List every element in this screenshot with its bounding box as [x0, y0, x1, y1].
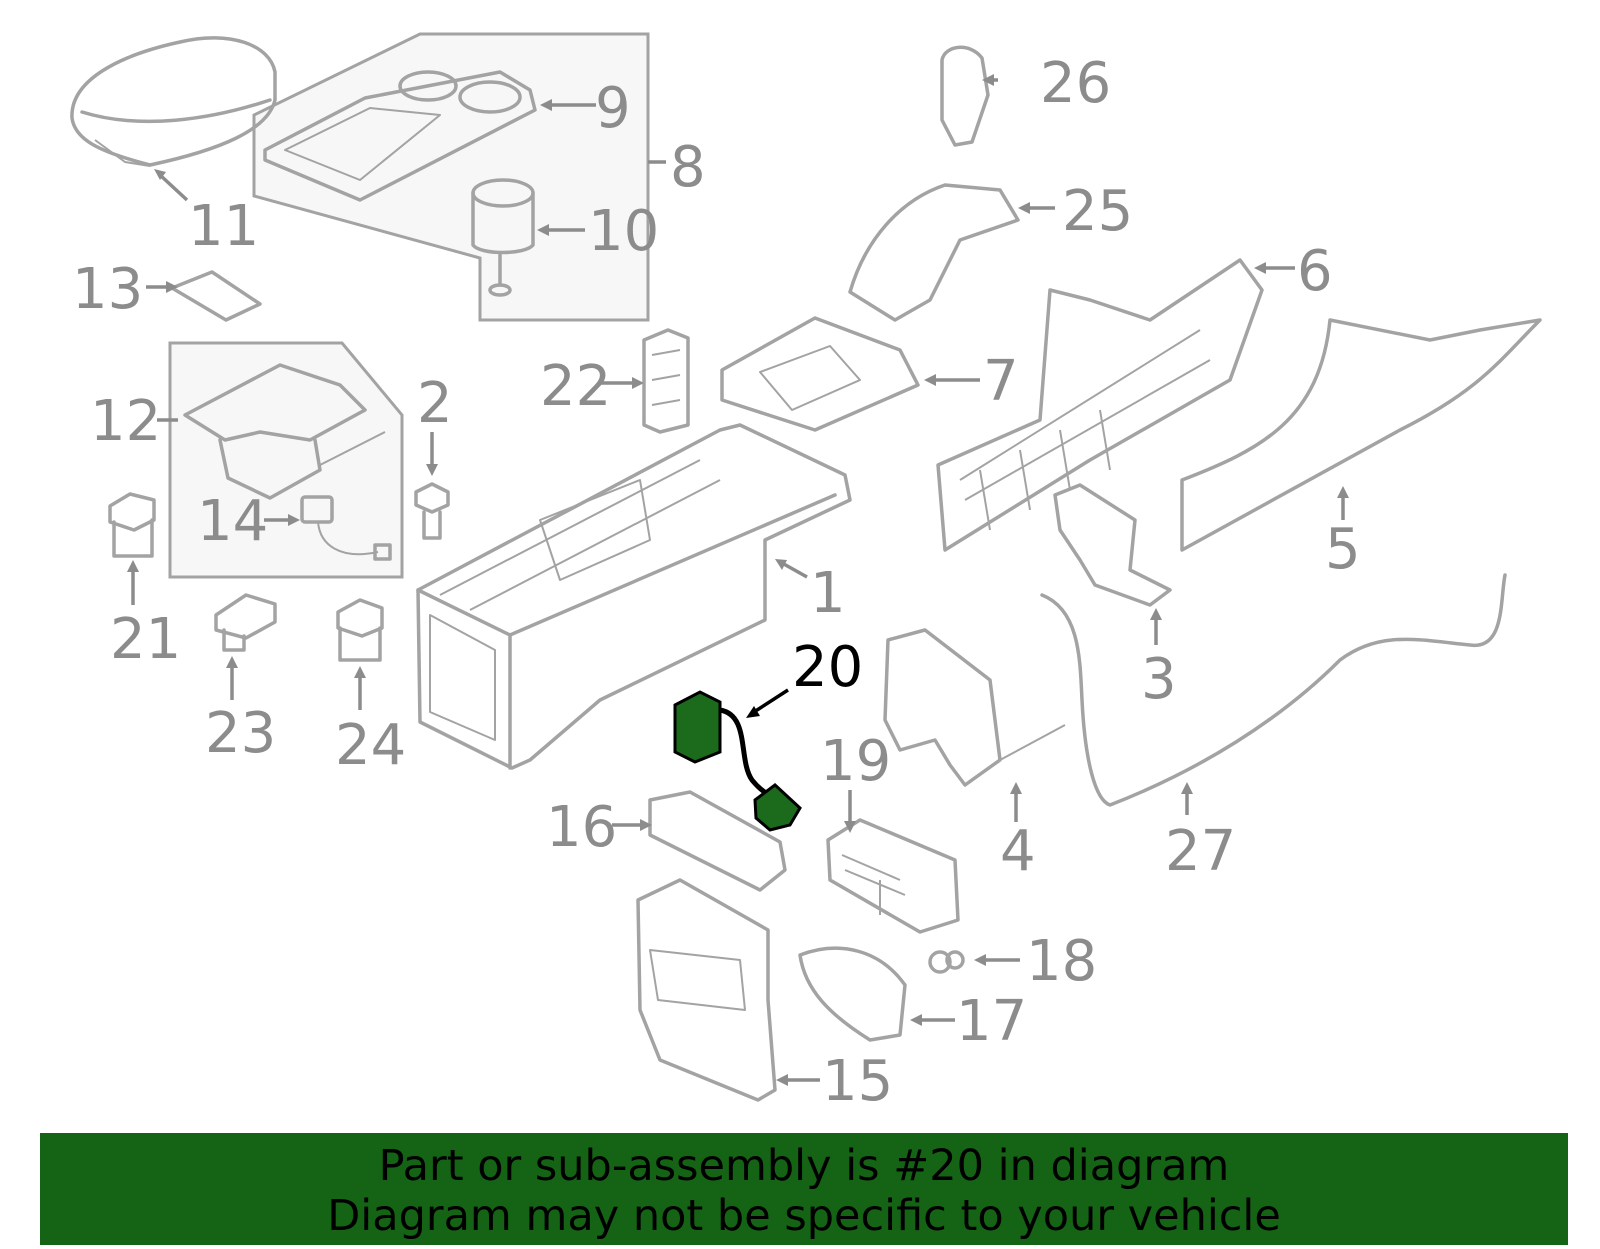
- part-bolt: [414, 482, 450, 540]
- callout-19: 19: [820, 729, 891, 794]
- part-cable-27: [1040, 573, 1507, 807]
- callout-18: 18: [1026, 929, 1097, 994]
- callout-24: 24: [335, 713, 406, 778]
- part-pad: [170, 270, 262, 322]
- info-banner: Part or sub-assembly is #20 in diagram D…: [40, 1133, 1568, 1245]
- callout-1: 1: [810, 561, 846, 626]
- callout-4: 4: [1000, 819, 1036, 884]
- callout-27: 27: [1165, 819, 1236, 884]
- part-cover-16: [648, 790, 787, 892]
- callout-23: 23: [205, 701, 276, 766]
- part-switch-24: [336, 598, 384, 662]
- part-console-bezel: [263, 70, 537, 202]
- part-switch-23: [214, 593, 277, 652]
- leader-lines: [127, 74, 1349, 1086]
- callout-11: 11: [188, 194, 259, 259]
- banner-line-1: Part or sub-assembly is #20 in diagram: [378, 1141, 1230, 1191]
- part-20-highlighted[interactable]: [673, 690, 802, 832]
- part-rear-panel-15: [636, 878, 777, 1102]
- part-shifter-cover: [848, 183, 1020, 322]
- part-bracket-3: [1053, 483, 1172, 607]
- callout-8: 8: [670, 135, 706, 200]
- callout-5: 5: [1325, 517, 1361, 582]
- callout-12: 12: [90, 389, 161, 454]
- group-box-12: [168, 341, 404, 579]
- callout-2: 2: [417, 371, 453, 436]
- part-handle-17: [798, 946, 907, 1042]
- callout-15: 15: [822, 1049, 893, 1114]
- callout-14: 14: [197, 489, 268, 554]
- part-14-connector: [300, 495, 392, 561]
- part-console-body: [416, 423, 852, 770]
- callout-20: 20: [792, 635, 863, 700]
- part-clip-18: [928, 950, 965, 974]
- part-cup-insert: [471, 178, 535, 297]
- callout-9: 9: [595, 76, 631, 141]
- part-side-panel-6: [936, 258, 1264, 552]
- callout-10: 10: [588, 199, 659, 264]
- callout-26: 26: [1040, 51, 1111, 116]
- callout-25: 25: [1062, 179, 1133, 244]
- part-vent-19: [826, 818, 960, 934]
- part-mount-bracket-4: [883, 628, 1066, 787]
- callout-6: 6: [1297, 239, 1333, 304]
- callout-16: 16: [546, 795, 617, 860]
- part-armrest-lid: [70, 36, 277, 167]
- callout-13: 13: [72, 257, 143, 322]
- callout-3: 3: [1141, 647, 1177, 712]
- part-side-panel-5: [1180, 318, 1542, 552]
- part-trim-plate: [720, 316, 920, 432]
- callout-22: 22: [540, 354, 611, 419]
- banner-line-2: Diagram may not be specific to your vehi…: [327, 1191, 1281, 1241]
- callout-17: 17: [956, 989, 1027, 1054]
- part-switch-21: [108, 492, 156, 558]
- callout-21: 21: [110, 607, 181, 672]
- part-storage-tray: [183, 363, 386, 500]
- callout-7: 7: [983, 349, 1019, 414]
- part-shift-knob: [940, 45, 990, 147]
- part-22-module: [642, 328, 690, 434]
